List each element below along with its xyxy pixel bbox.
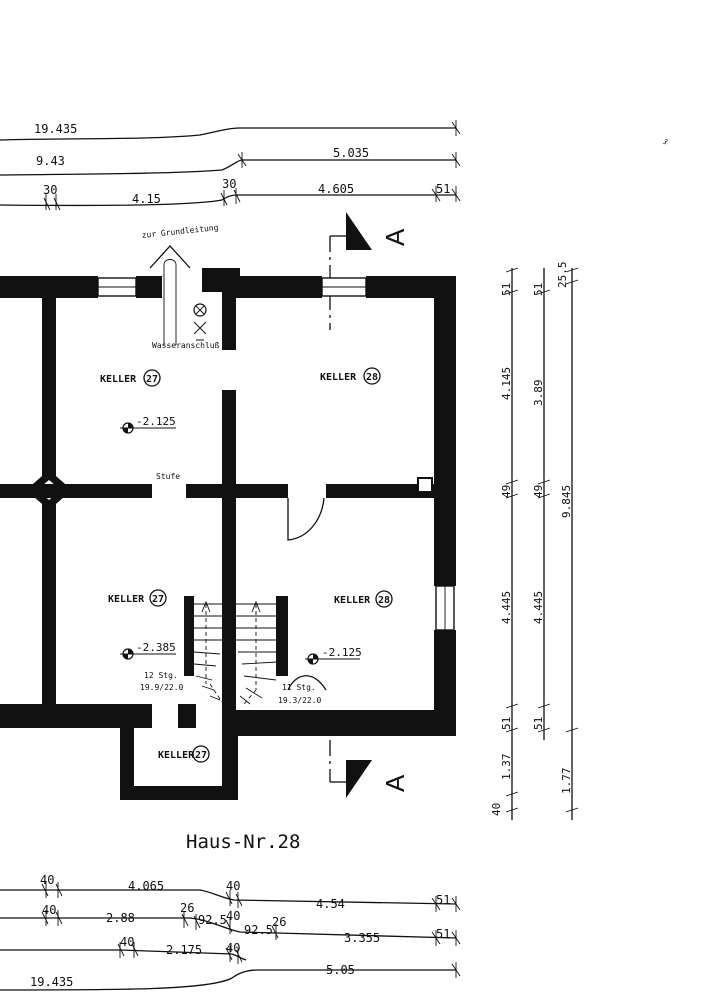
svg-text:40: 40 (120, 935, 134, 949)
svg-text:4.445: 4.445 (500, 591, 513, 624)
level-mark-2: -2.385 (120, 641, 176, 660)
svg-text:2.88: 2.88 (106, 911, 135, 925)
level-mark-1: -2.125 (120, 415, 176, 434)
dim-right-span: 5.035 (333, 146, 369, 160)
svg-text:51: 51 (436, 893, 450, 907)
dim-line-overall (0, 127, 456, 141)
stair-right-ratio: 19.3/22.0 (278, 696, 322, 705)
dim-left-span: 9.43 (36, 154, 65, 168)
svg-text:KELLER: KELLER (334, 595, 371, 606)
house-label: Haus-Nr.28 (186, 831, 300, 853)
svg-text:49: 49 (500, 485, 513, 498)
svg-text:KELLER: KELLER (320, 372, 357, 383)
label-wasser: Wasseranschluß (152, 341, 220, 350)
dim-wall-right: 51 (436, 182, 450, 196)
svg-text:1.77: 1.77 (560, 768, 573, 795)
dim-room-left: 4.15 (132, 192, 161, 206)
dim-wall-left: 30 (43, 183, 57, 197)
dim-line-rooms (0, 194, 456, 207)
svg-text:40: 40 (226, 879, 240, 893)
svg-text:1.37: 1.37 (500, 754, 513, 781)
svg-text:-2.125: -2.125 (322, 646, 362, 659)
svg-text:51: 51 (532, 717, 545, 730)
room-label-keller-27-bottom: KELLER 27 (108, 589, 167, 607)
dim-room-right: 4.605 (318, 182, 354, 196)
svg-text:4.54: 4.54 (316, 897, 345, 911)
svg-text:49: 49 (532, 485, 545, 498)
svg-text:51: 51 (500, 717, 513, 730)
svg-text:51: 51 (532, 283, 545, 296)
room-label-keller-27-annex: KELLER 27 (158, 745, 210, 763)
svg-text:25.5: 25.5 (556, 262, 569, 289)
door-swing (287, 497, 325, 541)
room-label-keller-28-top: KELLER 28 (320, 367, 381, 385)
svg-text:4.145: 4.145 (500, 367, 513, 400)
svg-text:26: 26 (180, 901, 194, 915)
door-swing-stair (287, 675, 327, 691)
svg-text:40: 40 (226, 941, 240, 955)
section-mark-top: A (329, 212, 410, 330)
svg-text:-2.125: -2.125 (136, 415, 176, 428)
svg-text:40: 40 (226, 909, 240, 923)
svg-text:40: 40 (40, 873, 54, 887)
walls (0, 268, 456, 800)
arrow-up-icon (149, 245, 191, 269)
svg-text:4.445: 4.445 (532, 591, 545, 624)
svg-text:3.355: 3.355 (344, 931, 380, 945)
section-mark-bottom: A (329, 740, 410, 798)
svg-text:19.435: 19.435 (30, 975, 73, 989)
svg-text:28: 28 (366, 372, 378, 383)
label-grundleitung: zur Grundleitung (141, 223, 219, 240)
svg-text:27: 27 (152, 594, 164, 605)
svg-text:9.845: 9.845 (560, 485, 573, 518)
stair-left-count: 12 Stg. (144, 671, 178, 680)
svg-text:92.5: 92.5 (198, 913, 227, 927)
svg-text:27: 27 (146, 374, 158, 385)
svg-text:26: 26 (272, 915, 286, 929)
svg-text:5.05: 5.05 (326, 963, 355, 977)
svg-text:40: 40 (490, 803, 503, 816)
svg-text:KELLER: KELLER (108, 594, 145, 605)
svg-text:92.5: 92.5 (244, 923, 273, 937)
label-stufe: Stufe (156, 472, 180, 481)
svg-text:3.89: 3.89 (532, 380, 545, 407)
dim-line-span (0, 159, 456, 176)
svg-text:2.175: 2.175 (166, 943, 202, 957)
staircase (193, 599, 279, 705)
margin-mark: ﾇ (662, 137, 669, 147)
stair-left-ratio: 19.9/22.0 (140, 683, 184, 692)
svg-text:-2.385: -2.385 (136, 641, 176, 654)
section-letter-top: A (380, 228, 410, 246)
room-label-keller-28-bottom: KELLER 28 (334, 590, 393, 608)
bottom-dimension-chains: 40 4.065 40 4.54 51 40 2.88 26 92.5 40 9… (0, 873, 461, 991)
svg-text:4.065: 4.065 (128, 879, 164, 893)
top-dimension-chains: 19.435 9.43 5.035 30 4.15 30 4.605 51 (0, 120, 461, 211)
svg-text:KELLER: KELLER (100, 374, 137, 385)
stair-right-count: 11 Stg. (282, 683, 316, 692)
water-valve-icon (193, 303, 207, 341)
svg-text:51: 51 (436, 927, 450, 941)
svg-text:51: 51 (500, 283, 513, 296)
svg-text:KELLER: KELLER (158, 750, 195, 761)
level-mark-3: -2.125 (305, 646, 362, 665)
svg-text:40: 40 (42, 903, 56, 917)
svg-text:27: 27 (195, 750, 207, 761)
right-dimension-chains: 51 4.145 49 4.445 51 1.37 40 51 3.89 49 … (490, 262, 579, 820)
section-letter-bottom: A (380, 774, 410, 792)
svg-text:28: 28 (378, 595, 390, 606)
room-label-keller-27-top: KELLER 27 (100, 369, 161, 387)
dim-wall-mid: 30 (222, 177, 236, 191)
dim-overall: 19.435 (34, 122, 77, 136)
